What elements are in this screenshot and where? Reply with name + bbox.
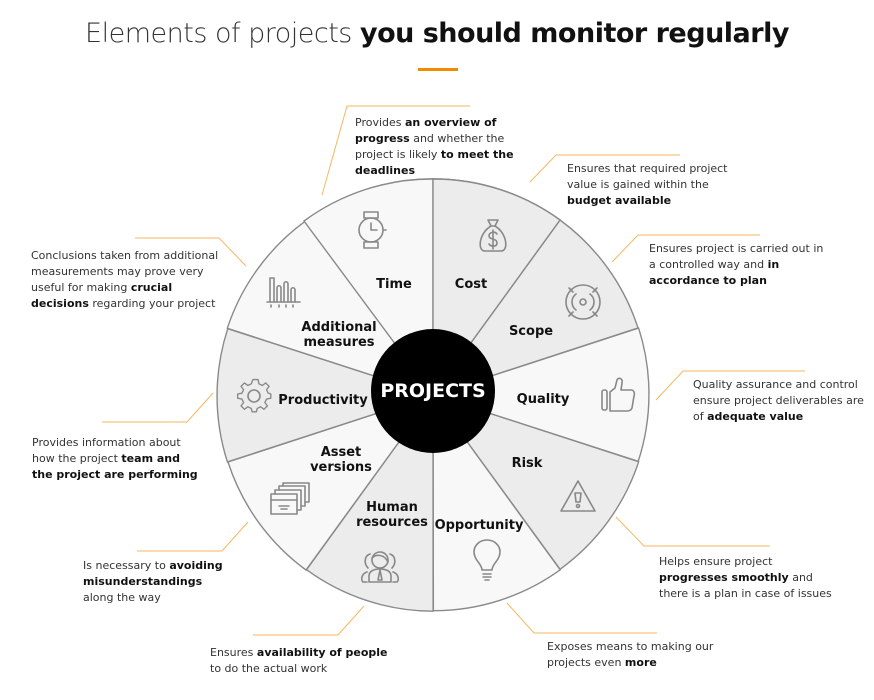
thumbs-up-icon	[601, 377, 636, 412]
segment-quality[interactable]	[431, 341, 663, 590]
money-bag-icon	[479, 219, 507, 252]
description-human-resources: Ensures availability of people to do the…	[210, 646, 388, 675]
center-label: PROJECTS	[380, 380, 485, 402]
description-quality: Quality assurance and control ensure pro…	[693, 378, 864, 423]
segment-label-quality: Quality	[517, 392, 570, 407]
segment-label-human-resources-1: Human	[366, 500, 418, 515]
gear-icon	[236, 378, 272, 413]
page-title: Elements of projects you should monitor …	[0, 18, 874, 49]
description-scope: Ensures project is carried out in a cont…	[649, 242, 824, 287]
segment-label-scope: Scope	[509, 324, 553, 339]
segment-productivity[interactable]	[203, 200, 435, 449]
description-opportunity: Exposes means to making our projects eve…	[547, 640, 714, 669]
description-risk: Helps ensure project progresses smoothly…	[659, 555, 832, 600]
segment-label-risk: Risk	[512, 456, 543, 471]
connector-human-resources	[253, 605, 365, 636]
connector-time	[321, 105, 470, 196]
watch-icon	[358, 211, 387, 249]
stacked-cards-icon	[270, 482, 310, 515]
segment-label-asset-versions-2: versions	[310, 460, 372, 475]
people-icon	[361, 551, 399, 583]
segment-label-opportunity: Opportunity	[435, 518, 524, 533]
description-asset-versions: Is necessary to avoiding misunderstandin…	[83, 559, 223, 604]
title-underline	[418, 68, 458, 71]
connector-lines	[102, 105, 805, 636]
connector-risk	[615, 516, 770, 547]
segment-human-resources[interactable]	[227, 393, 435, 571]
title-light: Elements of projects	[85, 18, 352, 49]
segment-risk[interactable]	[370, 392, 600, 644]
description-cost: Ensures that required project value is g…	[567, 162, 728, 207]
connector-asset-versions	[137, 521, 249, 552]
segment-label-additional-measures-1: Additional	[301, 320, 376, 335]
connector-productivity	[102, 392, 214, 423]
description-productivity: Provides information about how the proje…	[32, 436, 198, 481]
segment-label-additional-measures-2: measures	[303, 335, 374, 350]
segment-label-human-resources-2: resources	[356, 515, 428, 530]
lightbulb-icon	[473, 539, 501, 581]
center-circle	[371, 329, 495, 453]
bar-chart-icon	[266, 277, 301, 308]
segment-label-cost: Cost	[455, 277, 487, 292]
connector-scope	[611, 234, 760, 263]
connector-additional-measures	[135, 237, 247, 267]
warning-icon	[560, 480, 596, 512]
description-additional-measures: Conclusions taken from additional measur…	[31, 249, 219, 310]
segment-opportunity[interactable]	[267, 392, 536, 657]
connector-cost	[529, 154, 680, 183]
title-bold: you should monitor regularly	[359, 18, 789, 49]
segment-label-productivity: Productivity	[278, 393, 368, 408]
segment-label-time: Time	[376, 277, 412, 292]
segment-cost[interactable]	[431, 219, 639, 397]
segment-label-asset-versions-1: Asset	[321, 445, 362, 460]
description-time: Provides an overview of progress and whe…	[355, 116, 514, 177]
segment-scope[interactable]	[430, 253, 702, 515]
segment-asset-versions[interactable]	[164, 275, 436, 537]
connector-opportunity	[506, 602, 657, 634]
connector-quality	[655, 370, 805, 401]
target-icon	[565, 284, 601, 320]
